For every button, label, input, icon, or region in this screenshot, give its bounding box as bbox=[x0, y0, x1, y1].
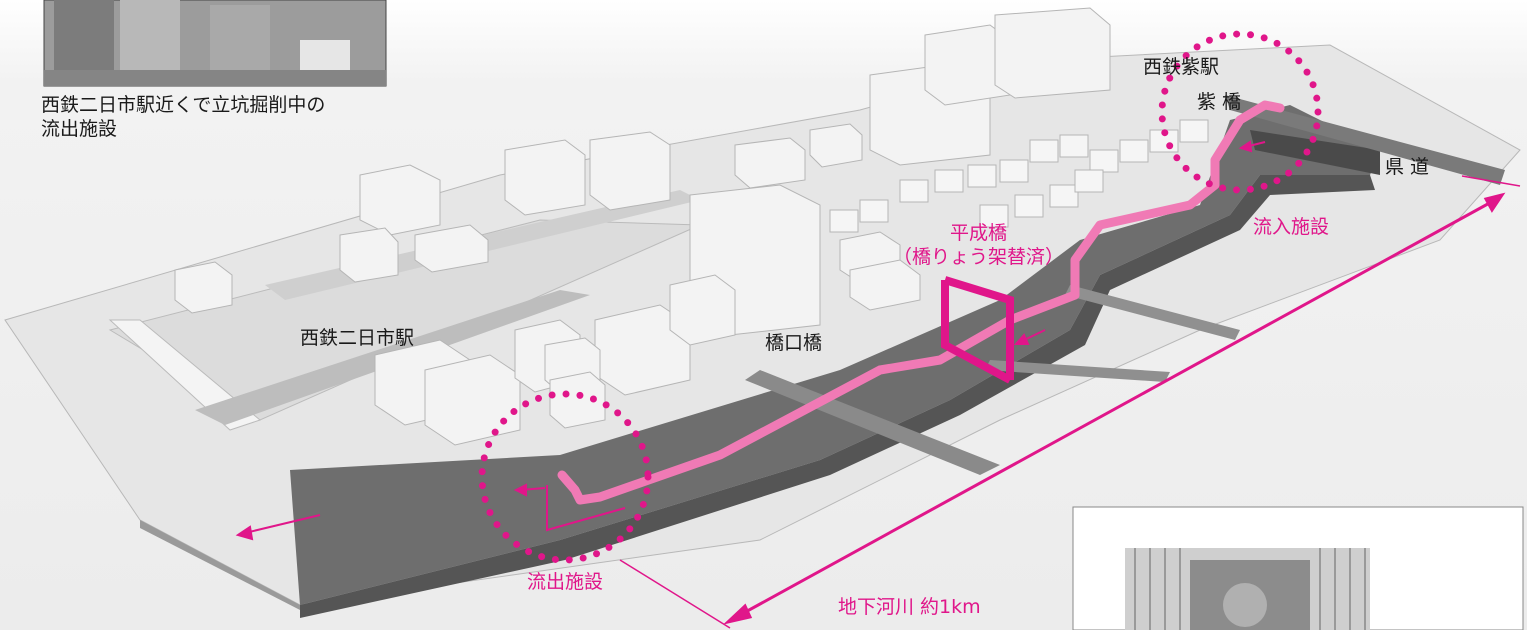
prefectural-road-label: 県 道 bbox=[1385, 156, 1430, 178]
underground-river-line bbox=[557, 100, 1285, 505]
heisei-bridge-note: （橋りょう架替済） bbox=[893, 246, 1065, 268]
heisei-bridge-frame bbox=[941, 276, 1014, 384]
heisei-bridge-road bbox=[1065, 285, 1240, 340]
murasaki-bridge-label: 紫 橋 bbox=[1197, 91, 1242, 113]
inflow-facility-circle bbox=[1158, 30, 1322, 194]
length-dimension-arrow bbox=[619, 175, 1521, 629]
side-road bbox=[985, 360, 1170, 382]
hashiguchi-bridge-road bbox=[745, 370, 1000, 475]
hashiguchi-bridge-label: 橋口橋 bbox=[765, 332, 823, 354]
murasaki-station-label: 西鉄紫駅 bbox=[1143, 56, 1220, 78]
inflow-facility-label: 流入施設 bbox=[1253, 216, 1330, 238]
prefectural-road-strip bbox=[1225, 95, 1505, 185]
outflow-facility-label: 流出施設 bbox=[527, 571, 604, 593]
site-photo-top bbox=[43, 0, 387, 87]
outlet-arrow bbox=[235, 514, 321, 541]
buildings bbox=[174, 7, 1111, 446]
outflow-facility-circle bbox=[478, 390, 652, 564]
underground-river-length-label: 地下河川 約1km bbox=[838, 596, 981, 618]
flow-arrows bbox=[513, 140, 1266, 497]
heisei-bridge-label: 平成橋 bbox=[950, 222, 1008, 244]
outflow-structure bbox=[546, 485, 626, 532]
construction-photo-bottom bbox=[1072, 506, 1524, 630]
small-houses bbox=[829, 119, 1209, 233]
futsukaichi-station-label: 西鉄二日市駅 bbox=[300, 327, 415, 349]
photo-caption: 西鉄二日市駅近くで立坑掘削中の 流出施設 bbox=[41, 94, 326, 140]
